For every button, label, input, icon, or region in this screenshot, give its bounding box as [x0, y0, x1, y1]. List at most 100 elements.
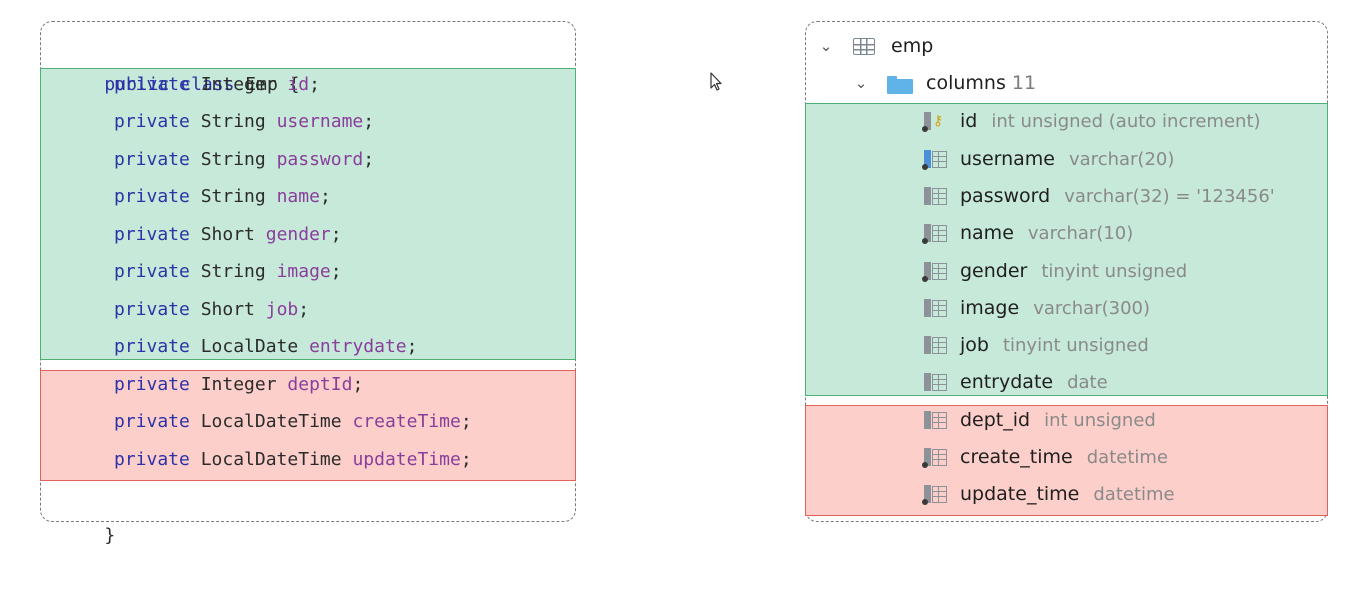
semicolon: ;	[309, 74, 320, 95]
column-name: create_time	[960, 446, 1073, 468]
class-declaration-line: public class Emp {	[41, 28, 575, 95]
column-icon	[922, 373, 948, 393]
tree-node-column[interactable]: entrydate date	[806, 364, 1327, 401]
field-line: private Short gender;	[41, 216, 575, 254]
field-type: String	[200, 111, 266, 132]
field-name: image	[276, 261, 331, 282]
tree-node-emp-table[interactable]: ⌄ emp	[806, 28, 1327, 65]
field-type: Short	[200, 224, 255, 245]
field-name: id	[287, 74, 310, 95]
keyword-private: private	[114, 449, 190, 470]
tree-node-column[interactable]: gender tinyint unsigned	[806, 253, 1327, 290]
column-type: date	[1067, 372, 1108, 393]
column-icon	[922, 411, 948, 431]
column-icon	[922, 336, 948, 356]
keyword-private: private	[114, 411, 190, 432]
column-name: password	[960, 185, 1051, 207]
columns-count: 11	[1011, 72, 1037, 94]
field-line: private LocalDateTime createTime;	[41, 403, 575, 441]
field-line: private LocalDateTime updateTime;	[41, 441, 575, 479]
keyword-private: private	[114, 299, 190, 320]
table-icon	[853, 38, 875, 55]
keyword-private: private	[114, 261, 190, 282]
class-name: Emp	[245, 74, 278, 95]
field-line: private Short job;	[41, 291, 575, 329]
field-line: private String name;	[41, 178, 575, 216]
field-line: private String image;	[41, 253, 575, 291]
semicolon: ;	[298, 299, 310, 320]
field-type: LocalDateTime	[200, 449, 342, 470]
close-brace: }	[104, 525, 116, 546]
field-line: private String password;	[41, 141, 575, 179]
semicolon: ;	[406, 336, 418, 357]
keyword-private: private	[114, 74, 190, 95]
not-null-column-icon	[922, 262, 948, 282]
keyword-private: private	[114, 186, 190, 207]
column-type: tinyint unsigned	[1002, 335, 1149, 356]
field-name: entrydate	[309, 336, 407, 357]
keyword-private: private	[114, 336, 190, 357]
field-line: private Integer id;	[41, 66, 575, 104]
tree-node-column[interactable]: create_time datetime	[806, 439, 1327, 476]
semicolon: ;	[330, 224, 342, 245]
column-type: varchar(10)	[1027, 223, 1134, 244]
open-brace: {	[288, 74, 300, 95]
column-type: datetime	[1086, 447, 1169, 468]
tree-node-column[interactable]: ⚷ id int unsigned (auto increment)	[806, 103, 1327, 140]
keyword-private: private	[114, 111, 190, 132]
semicolon: ;	[330, 261, 342, 282]
field-line: private Integer deptId;	[41, 366, 575, 404]
column-type: tinyint unsigned	[1041, 261, 1188, 282]
semicolon: ;	[460, 411, 472, 432]
semicolon: ;	[363, 111, 375, 132]
tree-node-columns[interactable]: ⌄ columns 11	[806, 65, 1327, 102]
not-null-column-icon	[922, 448, 948, 468]
column-type: datetime	[1093, 484, 1175, 505]
column-name: entrydate	[960, 371, 1054, 393]
mouse-cursor-icon	[710, 72, 722, 91]
column-type: int unsigned (auto increment)	[991, 111, 1261, 132]
column-type: int unsigned	[1044, 410, 1156, 431]
chevron-down-icon[interactable]: ⌄	[854, 74, 868, 92]
column-icon	[922, 299, 948, 319]
column-name: id	[960, 110, 978, 132]
primary-key-column-icon: ⚷	[922, 112, 948, 132]
field-type: LocalDateTime	[200, 411, 342, 432]
folder-icon	[887, 76, 913, 94]
column-type: varchar(20)	[1069, 149, 1175, 170]
column-name: image	[960, 297, 1020, 319]
class-close-line: }	[41, 479, 575, 546]
field-name: deptId	[287, 374, 353, 395]
keyword-private: private	[114, 224, 190, 245]
field-name: gender	[265, 224, 331, 245]
semicolon: ;	[319, 186, 331, 207]
semicolon: ;	[460, 449, 472, 470]
field-type: String	[200, 261, 266, 282]
semicolon: ;	[363, 149, 375, 170]
tree-node-column[interactable]: username varchar(20)	[806, 141, 1327, 178]
field-type: Integer	[200, 74, 277, 95]
database-tree-panel: ⌄ emp ⌄ columns 11 ⚷ id int unsigned (auto…	[805, 21, 1328, 522]
table-name: emp	[891, 35, 934, 57]
unmapped-columns-highlight	[805, 405, 1328, 516]
field-type: LocalDate	[200, 336, 299, 357]
field-name: createTime	[352, 411, 461, 432]
field-type: Integer	[200, 374, 277, 395]
field-line: private String username;	[41, 103, 575, 141]
semicolon: ;	[352, 374, 364, 395]
not-null-column-icon	[922, 485, 948, 505]
chevron-down-icon[interactable]: ⌄	[819, 37, 833, 55]
column-name: gender	[960, 260, 1028, 282]
column-name: username	[960, 148, 1055, 170]
field-type: Short	[200, 299, 255, 320]
field-name: job	[265, 299, 299, 320]
field-line: private LocalDate entrydate;	[41, 328, 575, 366]
mapped-fields-highlight	[40, 68, 576, 360]
field-type: String	[200, 186, 266, 207]
